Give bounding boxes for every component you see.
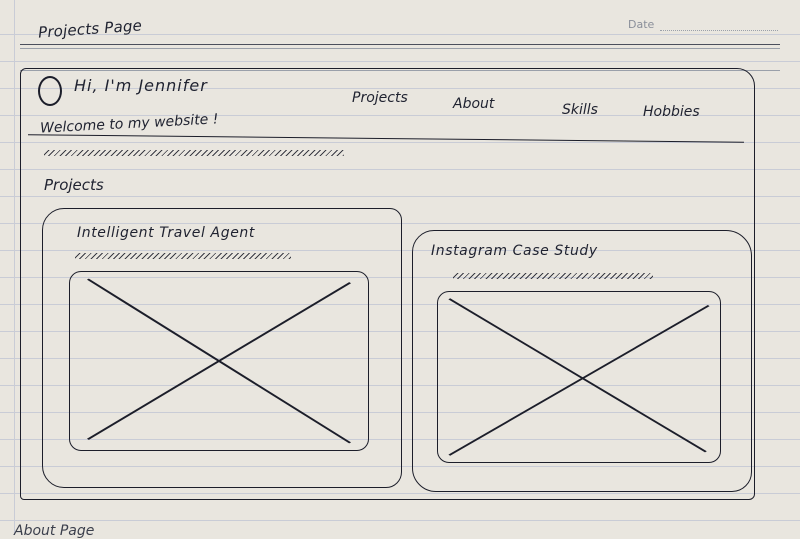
image-placeholder-icon	[69, 271, 369, 451]
frame-top-rule	[20, 70, 780, 71]
date-line	[660, 30, 778, 31]
project-card-title: Intelligent Travel Agent	[77, 225, 255, 241]
margin-line	[14, 0, 15, 535]
project-card-travel-agent[interactable]: Intelligent Travel Agent	[42, 208, 402, 488]
nav-item-about[interactable]: About	[453, 96, 495, 112]
next-page-heading: About Page	[14, 523, 95, 539]
heading-rule-secondary	[20, 48, 780, 49]
title-squiggle	[75, 253, 291, 259]
welcome-squiggle	[44, 150, 344, 156]
projects-section-title: Projects	[44, 176, 104, 194]
project-card-instagram-case-study[interactable]: Instagram Case Study	[412, 230, 752, 492]
wireframe-frame	[20, 68, 755, 500]
site-title[interactable]: Hi, I'm Jennifer	[74, 76, 208, 95]
project-card-title: Instagram Case Study	[431, 243, 598, 259]
nav-item-hobbies[interactable]: Hobbies	[643, 104, 700, 120]
date-label: Date	[628, 18, 655, 31]
image-placeholder-icon	[437, 291, 721, 463]
nav-item-projects[interactable]: Projects	[352, 90, 408, 106]
heading-rule	[20, 44, 780, 45]
logo-circle-icon[interactable]	[38, 76, 62, 106]
nav-item-skills[interactable]: Skills	[562, 102, 598, 118]
title-squiggle	[453, 273, 653, 279]
